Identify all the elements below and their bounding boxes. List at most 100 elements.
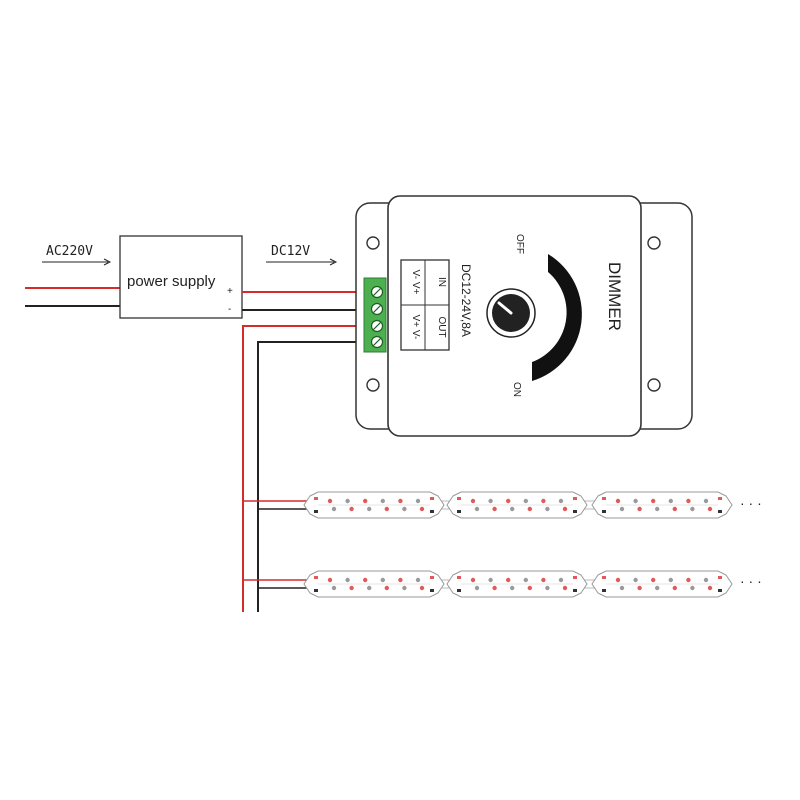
- led-dot: [690, 585, 695, 591]
- led-dot: [506, 498, 511, 504]
- led-dot: [690, 506, 695, 512]
- led-dot: [707, 506, 713, 512]
- ac-label-group: AC220V: [42, 244, 112, 266]
- led-module: [446, 491, 588, 519]
- led-dot: [615, 498, 621, 504]
- led-dot: [363, 498, 368, 504]
- module-pad: [573, 510, 577, 513]
- led-dot: [541, 577, 546, 583]
- led-dot: [415, 498, 421, 504]
- led-strip-row: [243, 491, 733, 519]
- led-dot: [384, 506, 389, 512]
- led-dot: [470, 498, 476, 504]
- led-dot: [415, 577, 421, 583]
- module-pad: [457, 510, 461, 513]
- module-pad: [314, 576, 318, 579]
- led-strip-row: [243, 570, 733, 598]
- continuation-dots: · · ·: [740, 495, 762, 511]
- dimmer-title: DIMMER: [605, 262, 624, 331]
- led-dot: [345, 498, 350, 504]
- led-module: [303, 570, 445, 598]
- module-pad: [430, 589, 434, 592]
- led-dot: [651, 498, 656, 504]
- dc-output-label: DC12V: [271, 244, 310, 259]
- led-dot: [558, 577, 564, 583]
- led-dot: [672, 585, 677, 591]
- led-dot: [510, 585, 515, 591]
- led-strips: [243, 491, 733, 598]
- module-pad: [602, 589, 606, 592]
- led-dot: [562, 506, 568, 512]
- dc-arrow-head: [329, 258, 338, 266]
- dc-label-group: DC12V: [266, 244, 338, 266]
- terminal-label-box: IN OUT V- V+ V+ V-: [400, 259, 450, 351]
- led-dot: [703, 498, 709, 504]
- psu-plus-label: +: [227, 286, 233, 297]
- dimmer-unit: IN OUT V- V+ V+ V- DC12-24V,8A OFF ON DI…: [355, 195, 693, 437]
- module-pad: [430, 497, 434, 500]
- led-dot: [349, 506, 354, 512]
- terminal-out-label: OUT: [436, 316, 447, 337]
- led-dot: [668, 498, 673, 504]
- mount-hole-top-right: [647, 236, 661, 250]
- module-pad: [602, 510, 606, 513]
- led-dot: [523, 498, 528, 504]
- led-dot: [363, 577, 368, 583]
- led-dot: [474, 585, 480, 591]
- led-module: [446, 570, 588, 598]
- led-dot: [637, 585, 642, 591]
- module-pad: [430, 510, 434, 513]
- led-dot: [633, 498, 638, 504]
- knob-pointer: [497, 301, 513, 315]
- led-dot: [402, 585, 407, 591]
- knob-on-label: ON: [511, 382, 522, 397]
- led-dot: [380, 498, 385, 504]
- rating-label: DC12-24V,8A: [459, 264, 473, 337]
- brightness-arc: [532, 254, 582, 381]
- led-dot: [707, 585, 713, 591]
- module-pad: [430, 576, 434, 579]
- led-dot: [327, 498, 333, 504]
- led-dot: [398, 498, 403, 504]
- led-dot: [651, 577, 656, 583]
- dc-wires: [242, 291, 366, 311]
- led-module: [591, 491, 733, 519]
- output-positive-wire: [242, 325, 366, 612]
- led-dot: [541, 498, 546, 504]
- led-dot: [703, 577, 709, 583]
- terminal-block: [363, 277, 387, 353]
- led-dot: [672, 506, 677, 512]
- terminal-in-pins: V- V+: [410, 270, 421, 295]
- led-dot: [545, 506, 550, 512]
- terminal-screw: [370, 319, 384, 333]
- led-dot: [331, 506, 337, 512]
- terminal-screw: [370, 285, 384, 299]
- mount-hole-top-left: [366, 236, 380, 250]
- led-dot: [488, 498, 493, 504]
- led-dot: [527, 506, 532, 512]
- led-dot: [615, 577, 621, 583]
- terminal-screw: [370, 302, 384, 316]
- module-pad: [314, 497, 318, 500]
- led-dot: [637, 506, 642, 512]
- ac-input-label: AC220V: [46, 244, 93, 259]
- led-dot: [510, 506, 515, 512]
- led-dot: [492, 506, 497, 512]
- module-pad: [602, 497, 606, 500]
- ac-input-wires: [25, 287, 120, 307]
- terminal-out-pins: V+ V-: [410, 315, 421, 340]
- led-dot: [686, 498, 691, 504]
- led-dot: [398, 577, 403, 583]
- led-dot: [419, 506, 425, 512]
- led-dot: [402, 506, 407, 512]
- led-dot: [384, 585, 389, 591]
- led-dot: [545, 585, 550, 591]
- module-pad: [718, 510, 722, 513]
- led-dot: [633, 577, 638, 583]
- led-dot: [527, 585, 532, 591]
- ac-arrow-head: [103, 258, 112, 266]
- power-supply: power supply + -: [119, 235, 243, 319]
- led-dot: [367, 585, 372, 591]
- led-module: [303, 491, 445, 519]
